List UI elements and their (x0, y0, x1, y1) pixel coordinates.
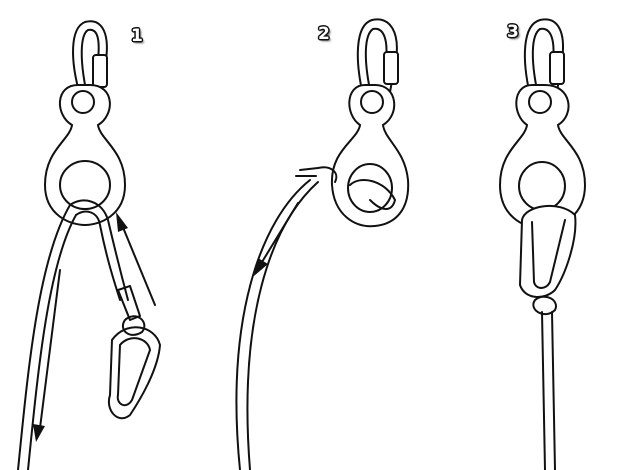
locking-carabiner-1 (72, 20, 108, 96)
locking-carabiner-2 (356, 18, 398, 96)
step-label-2: 2 (318, 24, 330, 44)
panel-2 (235, 18, 410, 470)
step-label-1: 1 (131, 26, 143, 46)
arrow-head-down (33, 424, 45, 442)
carabiner-1 (107, 326, 162, 420)
rope-2 (235, 179, 311, 470)
locking-carabiner-3 (523, 18, 564, 96)
panel-1 (17, 20, 162, 470)
carabiner-lock-sleeve (92, 54, 108, 88)
carabiner-3 (518, 204, 577, 298)
arrow-down (39, 269, 61, 429)
panel-3 (498, 18, 587, 470)
rope-3 (541, 311, 546, 470)
arrow-head-up (116, 212, 128, 232)
step-label-3: 3 (507, 22, 519, 42)
arrow-up (121, 224, 156, 306)
arrow-2 (261, 202, 299, 263)
rope-1 (17, 199, 129, 470)
